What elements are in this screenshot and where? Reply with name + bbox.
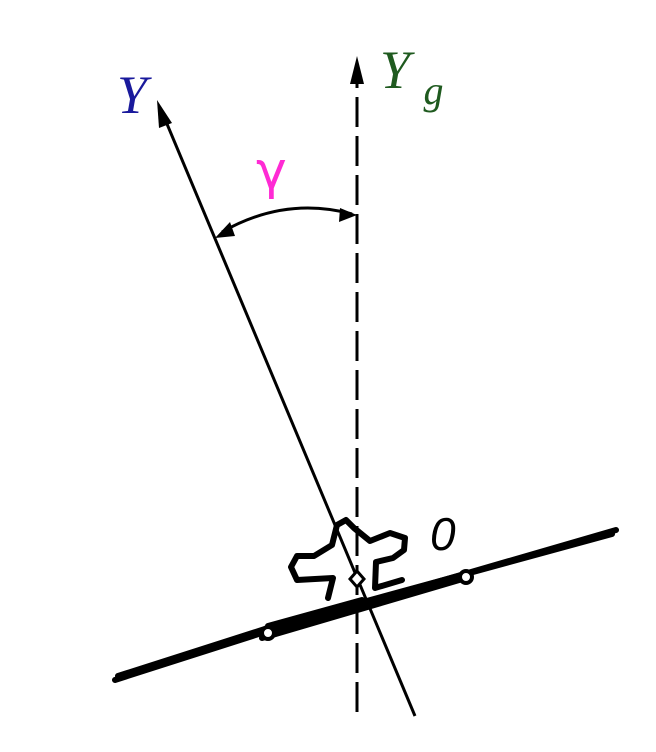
body-vertical-axis xyxy=(160,111,417,717)
roll-arc-arrowhead-right xyxy=(339,208,357,222)
body-axis-arrowhead xyxy=(157,100,172,128)
ground-axis-label-base: Y xyxy=(380,40,415,100)
aircraft-fuselage xyxy=(288,517,408,601)
roll-angle-arc xyxy=(221,206,353,234)
roll-arc-arrowhead-left xyxy=(215,222,235,238)
center-of-gravity-marker xyxy=(348,568,366,590)
roll-angle-label: γ xyxy=(256,141,287,201)
aircraft-wing xyxy=(112,527,619,683)
origin-label: 0 xyxy=(430,508,456,560)
body-axis-label: Y xyxy=(117,65,152,125)
ground-axis-label: Y g xyxy=(380,40,444,113)
ground-axis-arrowhead xyxy=(350,56,364,84)
ground-axis-label-subscript: g xyxy=(424,68,444,113)
wing-joint-left xyxy=(260,625,276,641)
wing-joint-right xyxy=(458,569,474,585)
